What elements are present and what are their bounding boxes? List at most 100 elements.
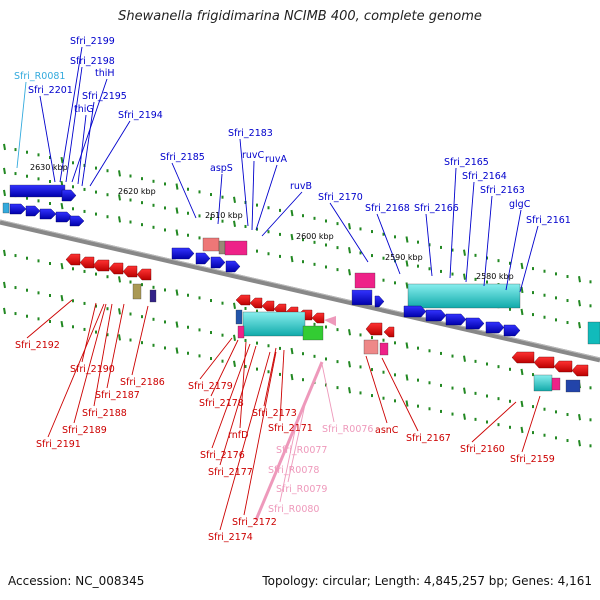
gene-label: Sfri_2166 <box>414 203 459 214</box>
track-tick <box>463 355 466 362</box>
track-tick <box>233 220 236 227</box>
gene-label: Sfri_2165 <box>444 157 489 168</box>
genome-backbone <box>0 219 600 363</box>
reverse-gene-arrow <box>136 268 152 281</box>
forward-gene-arrow <box>465 317 485 330</box>
track-tick <box>3 249 6 257</box>
gene-label: Sfri_2194 <box>118 110 163 121</box>
gene-label: Sfri_2190 <box>70 364 115 375</box>
gene-block <box>379 342 389 356</box>
track-tick <box>118 276 121 283</box>
gene-label: Sfri_2164 <box>462 171 507 182</box>
gene-connector-line <box>365 355 388 424</box>
gene-label: Sfri_2179 <box>188 381 233 392</box>
cds-block <box>242 311 306 337</box>
gene-connector-line <box>471 401 517 443</box>
gene-connector-line <box>26 299 73 339</box>
track-tick <box>290 233 294 241</box>
track-tick <box>348 387 351 394</box>
map-title: Shewanella frigidimarina NCIMB 400, comp… <box>118 9 482 24</box>
gene-block <box>202 237 220 252</box>
gene-connector-line <box>171 162 197 219</box>
reverse-gene-arrow <box>235 294 251 306</box>
gene-connector-line <box>263 347 277 407</box>
gene-connector-line <box>255 164 278 231</box>
track-tick <box>233 196 236 203</box>
forward-gene-arrow <box>25 205 41 217</box>
track-tick <box>520 262 524 270</box>
forward-gene-arrow <box>225 260 241 273</box>
gene-connector-line <box>251 160 255 231</box>
gene-label: glgC <box>509 199 531 210</box>
track-tick <box>290 209 294 217</box>
forward-gene-arrow <box>69 215 85 227</box>
gene-block <box>354 272 376 289</box>
track-tick <box>578 440 581 447</box>
gene-label: Sfri_2161 <box>526 215 571 226</box>
gene-connector-line <box>217 173 223 225</box>
gene-block <box>565 379 581 393</box>
gene-label: Sfri_2173 <box>252 408 297 419</box>
gene-label: ruvA <box>265 154 288 165</box>
gene-connector-line <box>425 213 433 277</box>
forward-gene-arrow <box>374 295 385 308</box>
scale-label: 2580 kbp <box>476 272 514 281</box>
track-tick <box>3 189 6 197</box>
gene-connector-line <box>81 302 97 363</box>
gene-connector-line <box>239 138 249 227</box>
gene-connector-line <box>59 46 83 183</box>
gene-label: Sfri_2177 <box>208 467 253 478</box>
reverse-gene-arrow <box>365 322 383 336</box>
gene-connector-line <box>16 81 27 169</box>
forward-gene-arrow <box>485 321 505 334</box>
gene-block <box>224 240 248 256</box>
track-tick <box>175 321 179 328</box>
gene-connector-line <box>219 345 257 466</box>
gene-label: Sfri_R0076 <box>322 424 373 435</box>
gene-block <box>149 289 157 303</box>
track-tick <box>60 202 64 210</box>
gene-label: Sfri_2167 <box>406 433 451 444</box>
gene-label: Sfri_2198 <box>70 56 115 67</box>
forward-gene-arrow <box>61 189 77 202</box>
forward-gene-arrow <box>55 211 73 223</box>
gene-label: Sfri_R0080 <box>268 504 319 515</box>
track-tick <box>3 143 6 151</box>
track-tick <box>60 294 64 302</box>
track-tick <box>405 342 409 349</box>
reverse-gene-arrow <box>108 262 124 275</box>
gene-connector-line <box>449 167 457 279</box>
gene-label: ruvC <box>242 150 265 161</box>
gene-label: thiG <box>74 104 94 115</box>
track-tick <box>3 307 6 315</box>
track-tick <box>520 308 524 316</box>
reverse-gene-arrow <box>383 326 395 338</box>
forward-gene-arrow <box>425 309 447 322</box>
reverse-gene-arrow <box>511 351 535 364</box>
gene-connector-line <box>329 202 369 263</box>
gene-block <box>551 377 561 391</box>
forward-gene-arrow <box>210 256 226 269</box>
forward-gene-arrow <box>403 305 427 318</box>
gene-block <box>363 339 379 355</box>
gene-connector-line <box>261 191 303 237</box>
gene-connector-line <box>131 305 149 376</box>
track-tick <box>233 302 236 309</box>
gene-connector-line <box>521 395 541 453</box>
gene-label: Sfri_2185 <box>160 152 205 163</box>
track-tick <box>348 329 351 336</box>
gene-label: Sfri_2160 <box>460 444 505 455</box>
trna-block <box>2 202 10 214</box>
gene-label: ruvB <box>290 181 312 192</box>
gene-block <box>235 309 243 325</box>
accession-text: Accession: NC_008345 <box>8 574 145 588</box>
gene-label: Sfri_2186 <box>120 377 165 388</box>
track-tick <box>60 156 64 164</box>
gene-label: Sfri_2174 <box>208 532 253 543</box>
gene-label: Sfri_2183 <box>228 128 273 139</box>
gene-label: Sfri_R0078 <box>268 465 319 476</box>
gene-block <box>302 325 324 341</box>
gene-connector-line <box>243 351 277 516</box>
gene-label: Sfri_2195 <box>82 91 127 102</box>
gene-connector-line <box>321 363 335 423</box>
